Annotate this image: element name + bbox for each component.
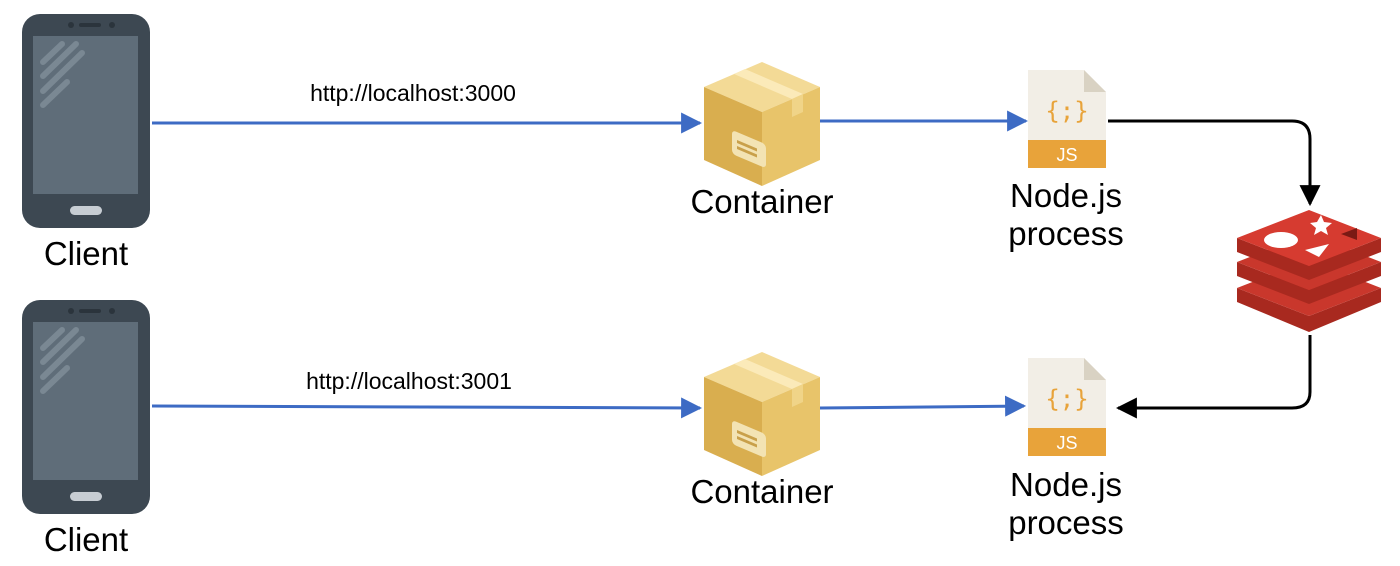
container-box-icon-2 (704, 352, 820, 476)
container-label-2: Container (690, 473, 833, 510)
forward-arrow-2 (819, 395, 1027, 417)
js-glyph-1: {;} (1045, 97, 1088, 125)
js-badge-1: JS (1056, 145, 1077, 165)
client-label-2: Client (44, 521, 128, 558)
request-arrow-2 (151, 397, 703, 419)
store-write-arrow (1108, 119, 1321, 207)
container-box-icon-1 (704, 62, 820, 186)
url-label-2: http://localhost:3001 (306, 368, 512, 394)
store-read-arrow (1115, 335, 1312, 419)
container-label-1: Container (690, 183, 833, 220)
process-label-1b: process (1008, 215, 1124, 252)
process-label-2b: process (1008, 504, 1124, 541)
js-badge-2: JS (1056, 433, 1077, 453)
client-label-1: Client (44, 235, 128, 272)
process-label-2a: Node.js (1010, 466, 1122, 503)
js-glyph-2: {;} (1045, 385, 1088, 413)
redis-store-icon (1237, 210, 1381, 332)
client-phone-icon-2 (22, 300, 150, 514)
client-phone-icon-1 (22, 14, 150, 228)
url-label-1: http://localhost:3000 (310, 80, 516, 106)
process-label-1a: Node.js (1010, 177, 1122, 214)
